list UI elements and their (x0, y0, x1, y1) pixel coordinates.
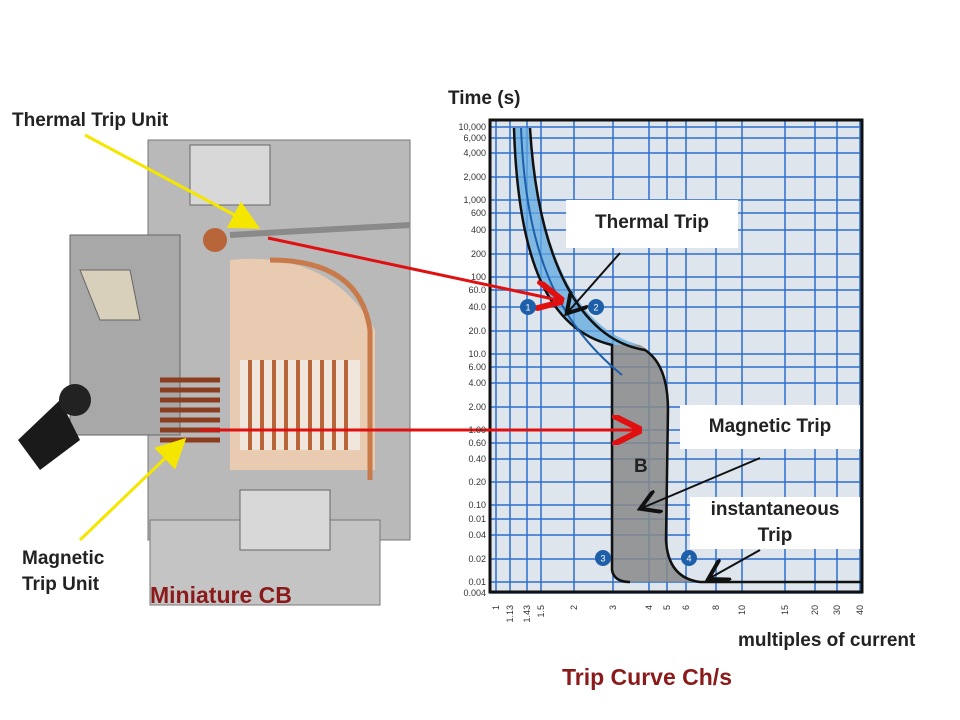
x-axis-title: multiples of current (738, 630, 916, 651)
instant-black-arrow (710, 549, 761, 578)
x-tick-label: 4 (644, 605, 654, 610)
y-tick-label: 6.00 (468, 362, 486, 372)
x-tick-label: 1.13 (505, 605, 515, 623)
band-b-label: B (634, 456, 648, 477)
y-tick-label: 40.0 (468, 302, 486, 312)
marker-circle (520, 299, 536, 315)
y-tick-label: 0.02 (468, 554, 486, 564)
marker-circle (588, 299, 604, 315)
mcb-illustration (18, 139, 411, 606)
y-tick-label: 0.004 (463, 588, 486, 598)
magnetic-trip-unit-label-2: Trip Unit (22, 574, 100, 595)
x-tick-label: 3 (608, 605, 618, 610)
y-tick-label: 0.01 (468, 577, 486, 587)
bimetal-strip (229, 222, 411, 238)
x-tick-label: 1 (491, 605, 501, 610)
magnetic-trip-unit-label-1: Magnetic (22, 548, 105, 569)
y-tick-label: 10,000 (458, 122, 486, 132)
magnetic-band-b (612, 345, 700, 582)
x-tick-label: 40 (855, 605, 865, 615)
y-tick-label: 200 (471, 249, 486, 259)
marker-label: 4 (686, 554, 691, 564)
y-tick-label: 600 (471, 208, 486, 218)
thermal-black-arrow (568, 252, 621, 312)
x-tick-label: 20 (810, 605, 820, 615)
instant-line-1: instantaneous (710, 499, 840, 520)
curve-mid (520, 127, 623, 376)
y-tick-label: 60.0 (468, 285, 486, 295)
magnetic-trip-callout: Magnetic Trip (680, 405, 860, 449)
x-tick-label: 1.43 (522, 605, 532, 623)
y-tick-label: 2,000 (463, 172, 486, 182)
miniature-cb-caption: Miniature CB (150, 582, 292, 608)
y-tick-label: 0.10 (468, 500, 486, 510)
x-tick-label: 30 (832, 605, 842, 615)
x-tick-label: 1.5 (536, 605, 546, 618)
chart-frame (488, 118, 864, 594)
y-tick-label: 6,000 (463, 133, 486, 143)
x-tick-label: 2 (569, 605, 579, 610)
marker-circle (681, 550, 697, 566)
x-tick-label: 10 (737, 605, 747, 615)
thermal-yellow-arrow (84, 133, 261, 229)
x-tick-label: 6 (681, 605, 691, 610)
y-tick-label: 0.04 (468, 530, 486, 540)
y-tick-label: 1,000 (463, 195, 486, 205)
y-tick-label: 4,000 (463, 148, 486, 158)
magnetic-yellow-arrow (78, 437, 187, 542)
x-tick-label: 8 (711, 605, 721, 610)
y-tick-label: 0.40 (468, 454, 486, 464)
thermal-coil (203, 228, 227, 252)
y-tick-label: 100 (471, 272, 486, 282)
marker-label: 2 (593, 303, 598, 313)
thermal-trip-callout: Thermal Trip (566, 200, 738, 248)
x-tick-label: 5 (662, 605, 672, 610)
y-tick-label: 1.00 (468, 425, 486, 435)
marker-circle (595, 550, 611, 566)
thermal-trip-unit-label: Thermal Trip Unit (12, 110, 169, 131)
toggle-lever (18, 400, 80, 470)
y-tick-label: 10.0 (468, 349, 486, 359)
thermal-red-arrow (267, 236, 558, 300)
y-tick-label: 2.00 (468, 402, 486, 412)
axis-ticks: 10,0006,0004,0002,0001,00060040020010060… (458, 122, 865, 623)
curve-max (528, 127, 862, 584)
instantaneous-trip-callout: instantaneous Trip (690, 497, 860, 549)
curve-markers: 1 2 3 4 (520, 299, 697, 566)
y-tick-label: 400 (471, 225, 486, 235)
arc-chute-plates (248, 360, 348, 450)
y-tick-label: 4.00 (468, 378, 486, 388)
marker-label: 3 (600, 554, 605, 564)
y-tick-label: 20.0 (468, 326, 486, 336)
y-tick-label: 0.01 (468, 514, 486, 524)
y-axis-title: Time (s) (448, 88, 521, 109)
marker-label: 1 (525, 303, 530, 313)
y-tick-label: 0.20 (468, 477, 486, 487)
instant-line-2: Trip (757, 525, 793, 546)
magnetic-black-arrow (642, 457, 761, 508)
trip-curve-caption: Trip Curve Ch/s (562, 664, 732, 690)
y-tick-label: 0.60 (468, 438, 486, 448)
x-tick-label: 15 (780, 605, 790, 615)
